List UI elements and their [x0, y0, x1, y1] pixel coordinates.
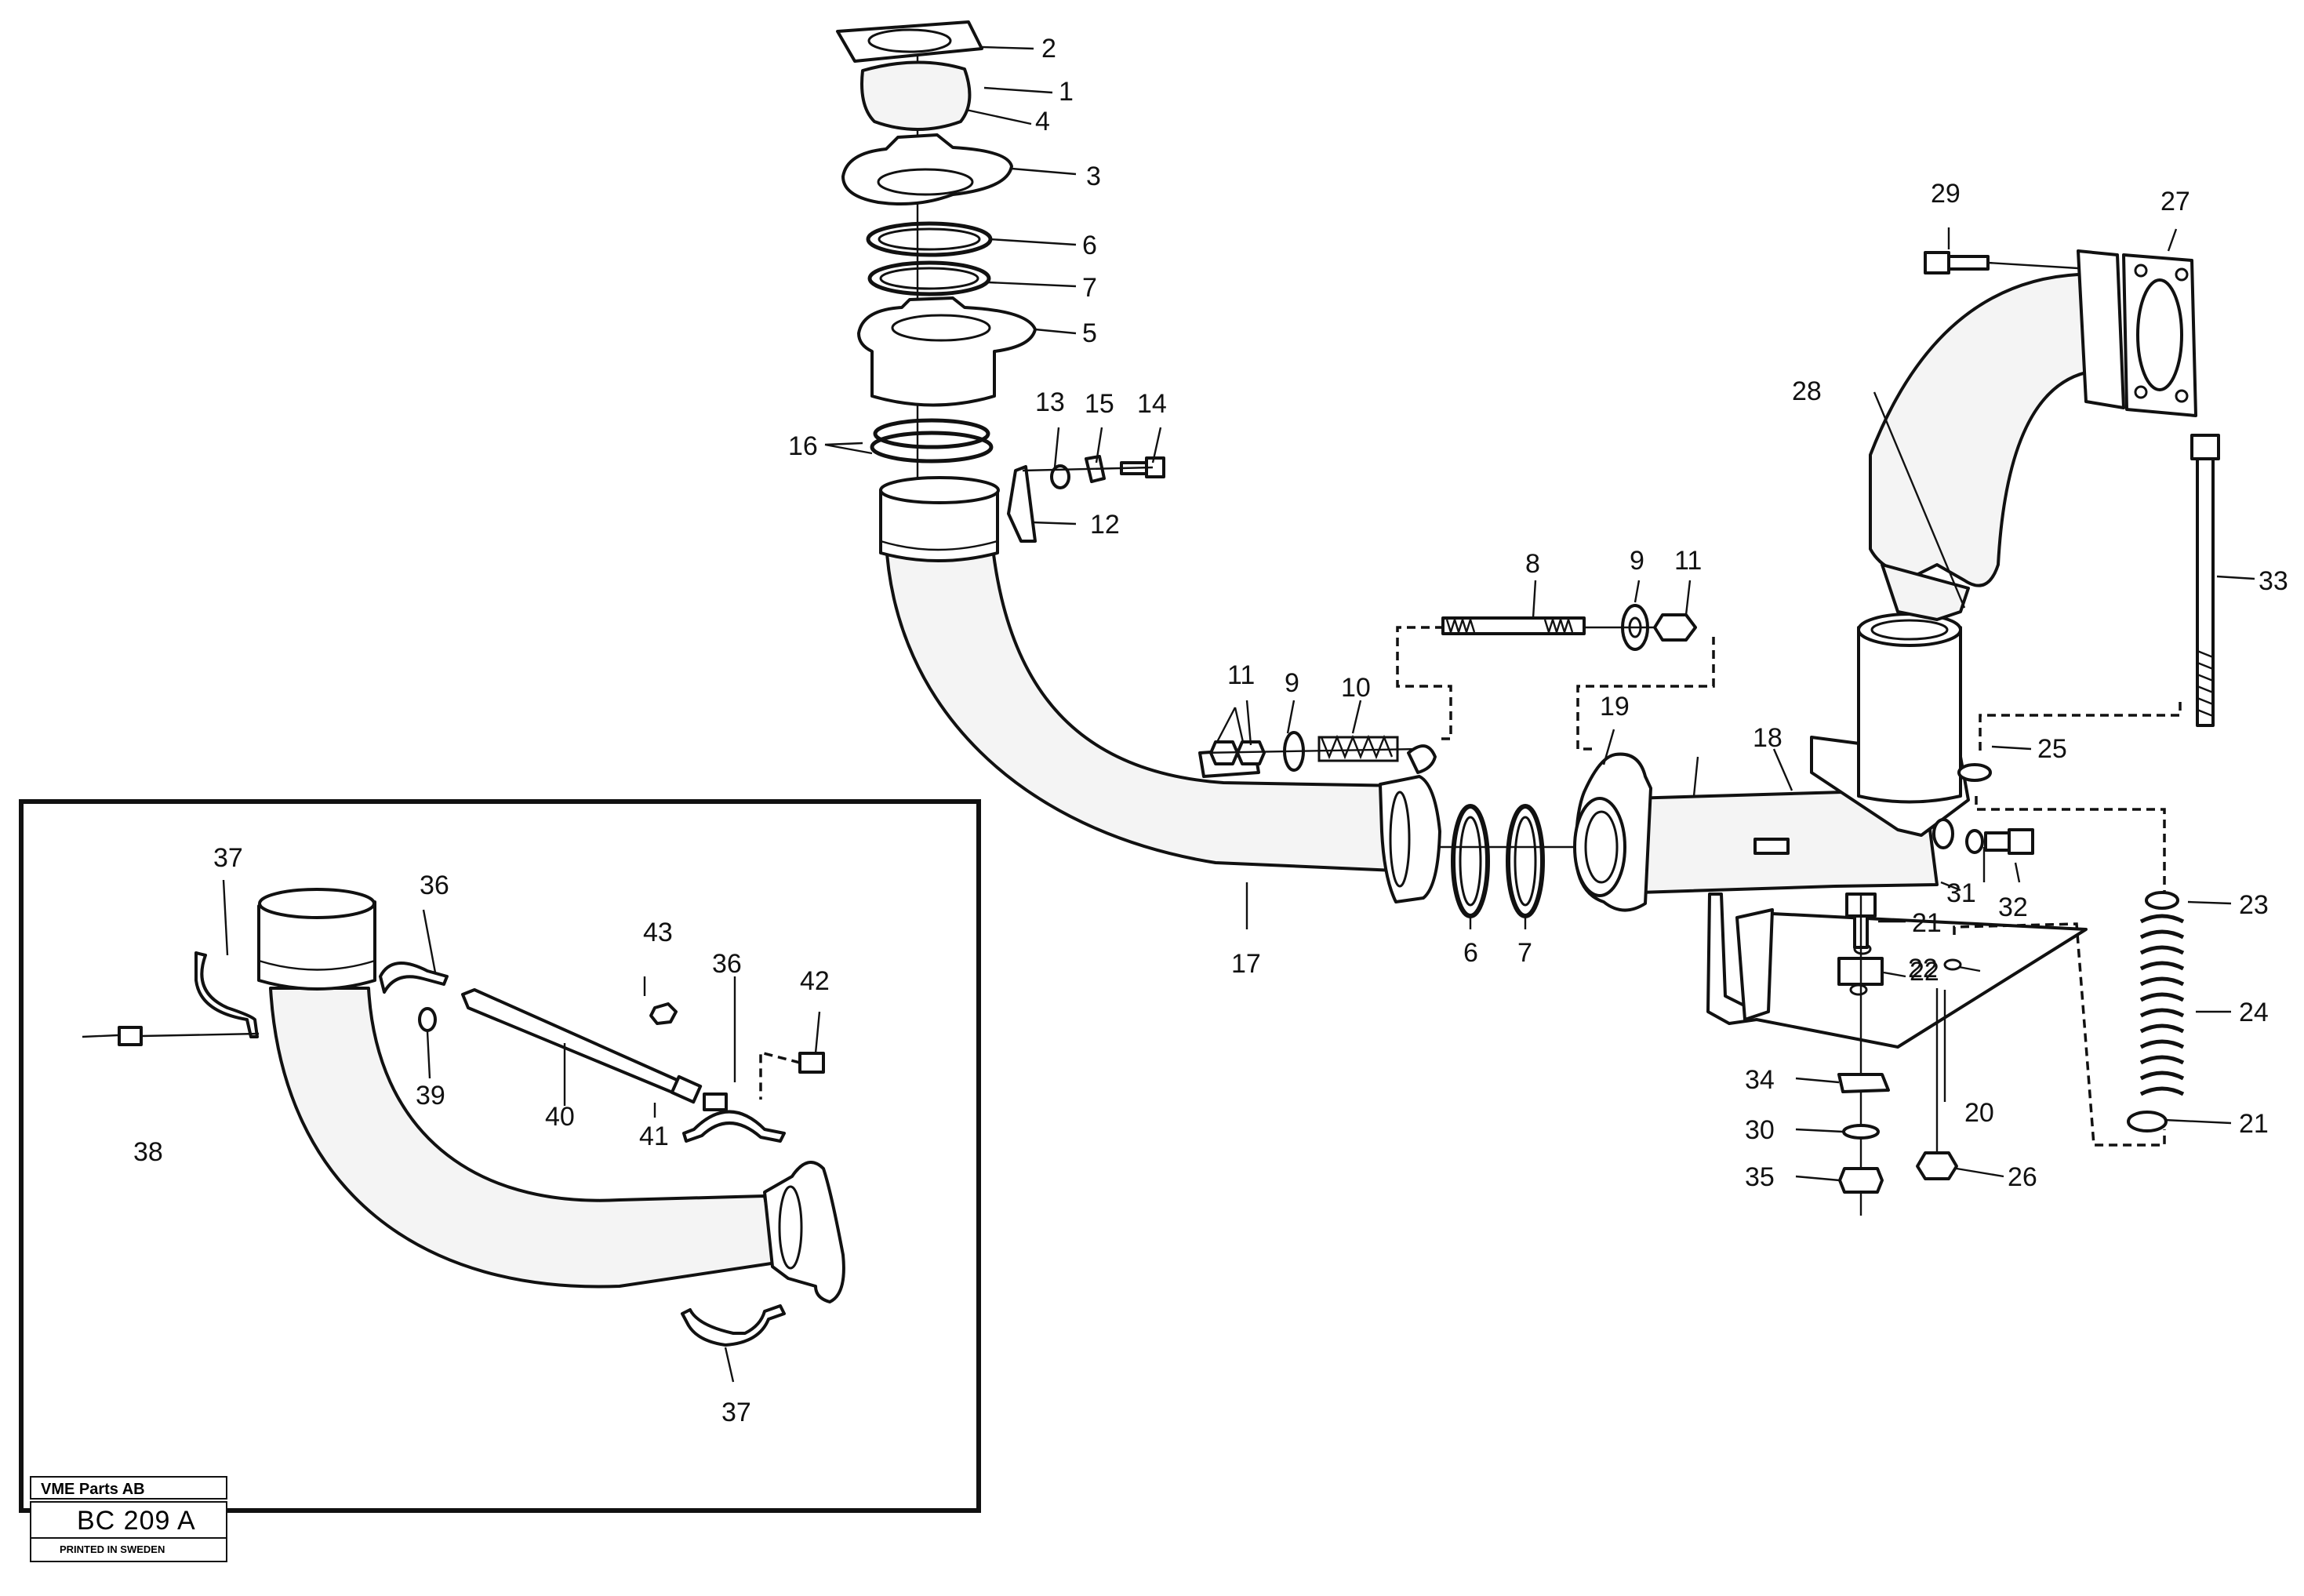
- label-14: 14: [1137, 389, 1167, 419]
- label-35: 35: [1745, 1162, 1775, 1192]
- label-17: 17: [1231, 949, 1261, 979]
- stamp-printed-note: PRINTED IN SWEDEN: [30, 1539, 227, 1562]
- main-elbow-pipe: [879, 476, 1441, 903]
- label-9b: 9: [1630, 546, 1644, 576]
- label-32: 32: [1998, 893, 2028, 922]
- bracket-clip-group: [1007, 455, 1165, 543]
- label-19: 19: [1600, 692, 1630, 722]
- label-28: 28: [1792, 376, 1822, 406]
- spring-hardware-left: [1198, 731, 1437, 778]
- label-11a: 11: [1227, 660, 1255, 690]
- label-29: 29: [1931, 179, 1961, 209]
- label-23: 23: [2239, 890, 2269, 920]
- label-37b: 37: [721, 1398, 751, 1427]
- label-33: 33: [2259, 566, 2288, 596]
- label-30: 30: [1745, 1115, 1775, 1145]
- label-21b: 21: [2239, 1109, 2269, 1139]
- label-31: 31: [1946, 878, 1976, 908]
- spring-stack: [1916, 763, 2185, 1180]
- label-36b: 36: [712, 949, 742, 979]
- inset-pipe-assembly: [118, 888, 845, 1347]
- label-27: 27: [2160, 187, 2190, 216]
- label-7b: 7: [1517, 938, 1532, 968]
- label-43: 43: [643, 918, 673, 947]
- label-42: 42: [800, 966, 830, 996]
- label-37a: 37: [213, 843, 243, 873]
- label-11b: 11: [1674, 546, 1702, 576]
- label-16: 16: [788, 431, 818, 461]
- assembly-dashed-lines: [1396, 626, 2182, 1147]
- label-40: 40: [545, 1102, 575, 1132]
- label-3: 3: [1086, 162, 1101, 191]
- upper-bend-pipe: [1869, 249, 2197, 621]
- label-6b: 6: [1463, 938, 1478, 968]
- label-22b: 22: [1910, 957, 1939, 987]
- label-20: 20: [1964, 1098, 1994, 1128]
- label-10: 10: [1341, 673, 1371, 703]
- label-39: 39: [416, 1081, 445, 1111]
- center-gaskets: [1440, 804, 1584, 918]
- label-38: 38: [133, 1137, 163, 1167]
- stud-hardware-top: [1441, 604, 1697, 651]
- label-21a: 21: [1912, 908, 1942, 938]
- stamp-drawing-code: BC 209 A: [30, 1501, 227, 1539]
- label-2: 2: [1041, 34, 1056, 64]
- label-36a: 36: [420, 871, 449, 900]
- label-4: 4: [1035, 107, 1050, 136]
- label-22a: 22: [1908, 954, 1938, 983]
- label-24: 24: [2239, 998, 2269, 1027]
- label-18: 18: [1753, 723, 1783, 753]
- label-26: 26: [2008, 1162, 2037, 1192]
- label-25: 25: [2037, 734, 2067, 764]
- label-7: 7: [1082, 273, 1097, 303]
- pipe-housing-body: [1573, 613, 1970, 912]
- mounting-bracket: [1706, 893, 2088, 1216]
- label-15: 15: [1085, 389, 1114, 419]
- inset-frame: [19, 799, 981, 1513]
- label-8: 8: [1525, 549, 1540, 579]
- label-1: 1: [1059, 77, 1074, 107]
- label-41: 41: [639, 1122, 669, 1151]
- label-13: 13: [1035, 387, 1065, 417]
- stamp-company-name: VME Parts AB: [30, 1476, 227, 1500]
- top-flange-stack: [836, 20, 1037, 502]
- label-34: 34: [1745, 1065, 1775, 1095]
- label-12: 12: [1090, 510, 1120, 540]
- long-bolt: [2190, 434, 2220, 727]
- label-9a: 9: [1285, 668, 1299, 698]
- part-labels: 2 1 4 3 6 7 5 16 13 15 14 12 11 9 10 17 …: [82, 34, 2288, 1427]
- label-6: 6: [1082, 231, 1097, 260]
- label-5: 5: [1082, 318, 1097, 348]
